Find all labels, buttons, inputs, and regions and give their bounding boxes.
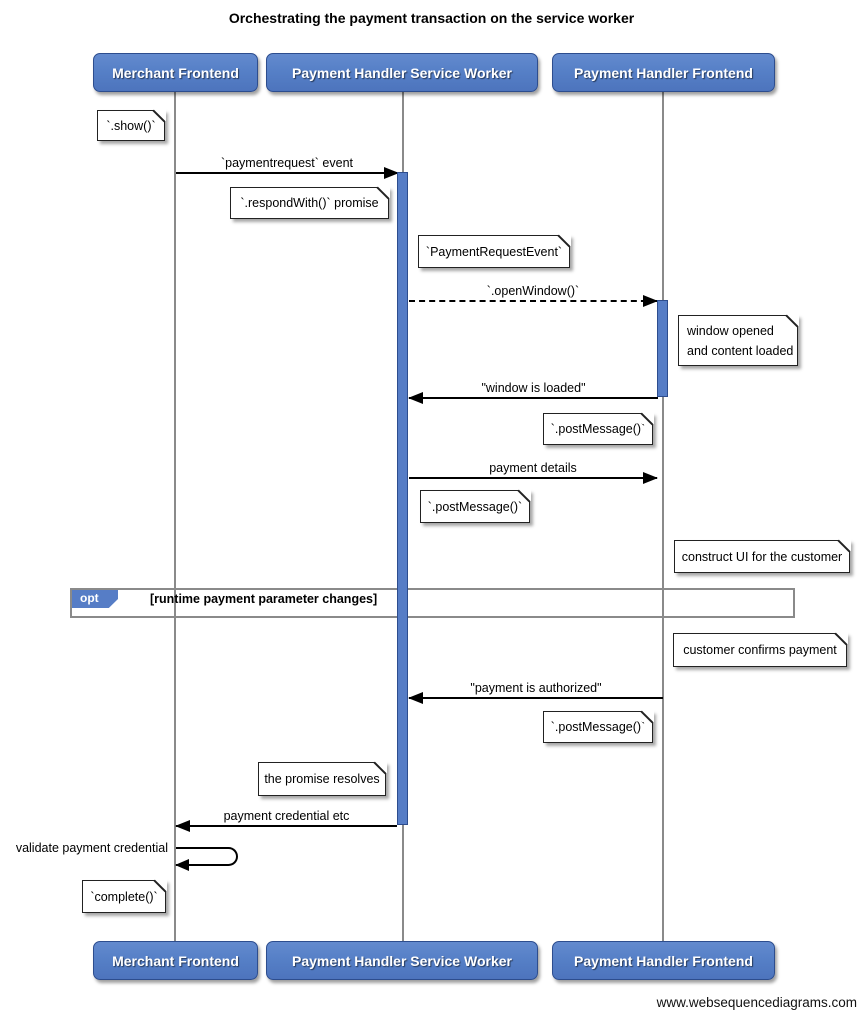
actor-merchant-frontend-top: Merchant Frontend [93,53,258,92]
message-label: "payment is authorized" [470,681,602,695]
note-construct-ui: construct UI for the customer [674,539,851,573]
note-respondwith-promise: `.respondWith()` promise [230,186,390,219]
note-postmessage-1: `.postMessage()` [543,412,654,445]
message-line [409,477,657,479]
self-message-loop [176,847,238,866]
note-customer-confirms: customer confirms payment [673,632,848,667]
message-label: `paymentrequest` event [220,156,353,170]
arrowhead-left-icon [408,392,423,404]
arrowhead-right-icon [643,295,658,307]
diagram-title: Orchestrating the payment transaction on… [228,10,635,26]
lifeline-merchant-frontend [174,91,176,941]
lifeline-payment-handler-frontend [662,91,664,941]
note-postmessage-2: `.postMessage()` [420,489,531,523]
activation-bar-service-worker [397,172,408,825]
opt-fragment-operator: opt [72,590,118,608]
note-promise-resolves: the promise resolves [258,761,387,796]
message-open-window: `.openWindow()` [409,281,658,307]
arrowhead-right-icon [384,167,399,179]
note-paymentrequestevent: `PaymentRequestEvent` [418,234,571,268]
arrowhead-right-icon [643,472,658,484]
arrowhead-left-icon [175,859,189,871]
actor-merchant-frontend-bottom: Merchant Frontend [93,941,258,980]
actor-payment-handler-service-worker-top: Payment Handler Service Worker [266,53,538,92]
note-postmessage-3: `.postMessage()` [543,710,654,743]
message-label: payment credential etc [223,809,350,823]
watermark-url: www.websequencediagrams.com [656,995,857,1010]
message-label: payment details [489,461,577,475]
actor-payment-handler-frontend-bottom: Payment Handler Frontend [552,941,775,980]
message-line [409,697,663,699]
actor-payment-handler-frontend-top: Payment Handler Frontend [552,53,775,92]
opt-fragment: opt [runtime payment parameter changes] [70,588,795,618]
note-show: `.show()` [97,109,166,141]
message-paymentrequest-event: `paymentrequest` event [176,153,399,179]
arrowhead-left-icon [408,692,423,704]
message-label: "window is loaded" [481,381,586,395]
arrowhead-left-icon [175,820,190,832]
actor-payment-handler-service-worker-bottom: Payment Handler Service Worker [266,941,538,980]
message-window-is-loaded: "window is loaded" [408,378,658,404]
message-line [176,172,398,174]
message-payment-details: payment details [409,458,658,484]
note-window-opened: window opened and content loaded [678,314,799,366]
message-line [176,825,397,827]
activation-bar-payment-handler-frontend [657,300,668,397]
note-line-1: window opened [687,323,774,338]
self-message-label: validate payment credential [15,841,168,855]
message-payment-is-authorized: "payment is authorized" [408,678,663,704]
note-complete: `complete()` [82,879,167,913]
message-line [409,397,658,399]
message-label: `.openWindow()` [486,284,580,298]
note-line-2: and content loaded [687,343,794,358]
message-payment-credential: payment credential etc [175,806,397,832]
message-line-dashed [409,300,657,302]
opt-fragment-condition: [runtime payment parameter changes] [150,592,378,606]
